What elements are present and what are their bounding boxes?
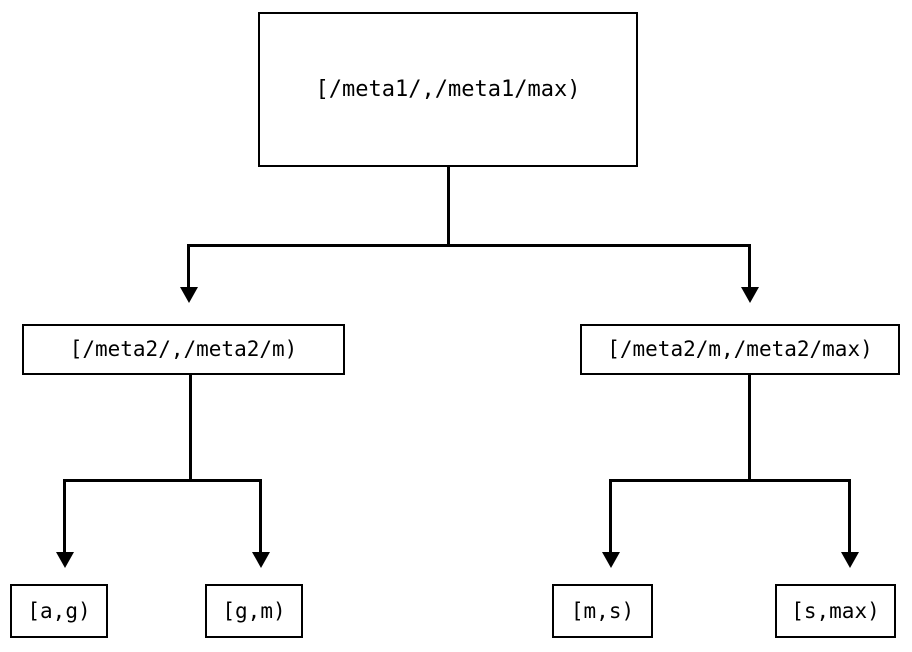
edge-root-to-mid-right — [748, 244, 751, 288]
arrowhead-down-icon — [602, 552, 620, 568]
edge-root-horizontal-bar — [187, 244, 750, 247]
node-mid-left-label: [/meta2/,/meta2/m) — [69, 337, 298, 361]
arrowhead-down-icon — [56, 552, 74, 568]
edge-mid-left-stem — [189, 375, 192, 482]
node-leaf-1[interactable]: [a,g) — [10, 584, 108, 638]
node-leaf-2[interactable]: [g,m) — [205, 584, 303, 638]
node-mid-right-label: [/meta2/m,/meta2/max) — [607, 337, 873, 361]
node-leaf-1-label: [a,g) — [27, 598, 91, 623]
node-leaf-4-label: [s,max) — [791, 598, 880, 623]
edge-mid-right-to-leaf-4 — [848, 479, 851, 553]
node-leaf-3-label: [m,s) — [570, 598, 635, 623]
arrowhead-down-icon — [180, 287, 198, 303]
arrowhead-down-icon — [841, 552, 859, 568]
edge-root-stem — [447, 167, 450, 247]
edge-mid-left-to-leaf-1 — [63, 479, 66, 553]
node-mid-left[interactable]: [/meta2/,/meta2/m) — [22, 324, 345, 375]
node-leaf-3[interactable]: [m,s) — [552, 584, 653, 638]
edge-mid-right-to-leaf-3 — [609, 479, 612, 553]
arrowhead-down-icon — [252, 552, 270, 568]
edge-mid-left-horizontal-bar — [63, 479, 262, 482]
node-mid-right[interactable]: [/meta2/m,/meta2/max) — [580, 324, 900, 375]
node-leaf-2-label: [g,m) — [222, 598, 286, 623]
edge-mid-left-to-leaf-2 — [259, 479, 262, 553]
node-leaf-4[interactable]: [s,max) — [775, 584, 896, 638]
edge-mid-right-stem — [748, 375, 751, 482]
node-root-label: [/meta1/,/meta1/max) — [315, 76, 581, 102]
edge-root-to-mid-left — [187, 244, 190, 288]
node-root[interactable]: [/meta1/,/meta1/max) — [258, 12, 638, 167]
arrowhead-down-icon — [741, 287, 759, 303]
edge-mid-right-horizontal-bar — [609, 479, 851, 482]
